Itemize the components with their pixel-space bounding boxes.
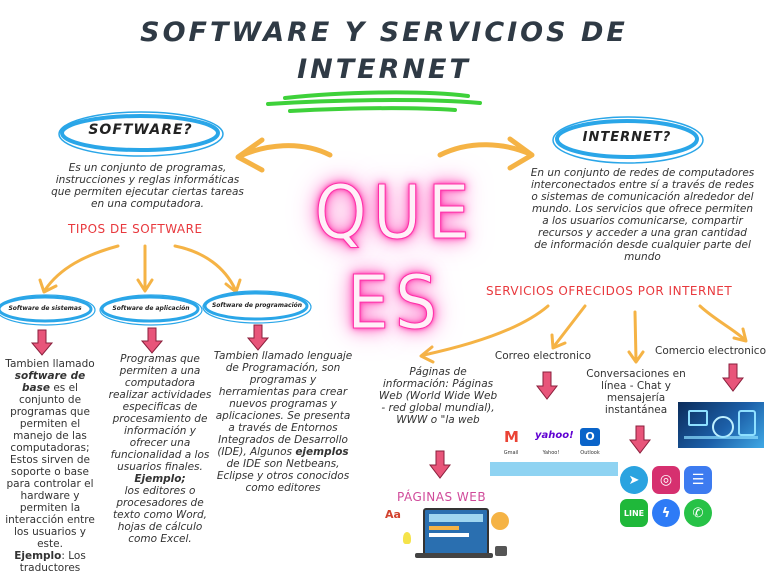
outlook-icon: O — [580, 428, 600, 446]
tipos-software-label: TIPOS DE SOFTWARE — [68, 222, 228, 236]
globe-icon — [712, 416, 734, 438]
line-icon: LINE — [620, 499, 648, 527]
yahoo-icon: yahoo! — [535, 430, 574, 441]
font-aa-icon: Aa — [385, 508, 401, 521]
aplicacion-example-text: los editores o procesadores de texto com… — [113, 485, 207, 545]
sistemas-description: Tambien llamado software de base es el c… — [2, 358, 98, 574]
down-arrow-programacion — [248, 325, 268, 350]
email-strip-bg — [490, 462, 618, 476]
arrow-to-comercio — [700, 306, 745, 340]
service-chat: Conversaciones en línea - Chat y mensaje… — [582, 368, 690, 416]
programacion-description: Tambien llamado lenguaje de Programación… — [213, 350, 353, 494]
aplicacion-desc-text: Programas que permiten a una computadora… — [109, 353, 212, 473]
arrow-to-correo — [555, 306, 585, 345]
sistemas-desc-part2: es el conjunto de programas que permiten… — [5, 382, 95, 550]
email-icons: M Gmail yahoo! Yahoo! O Outlook — [490, 418, 610, 480]
outlook-label: Outlook — [575, 450, 605, 456]
programacion-desc-bold: ejemplos — [295, 446, 348, 458]
gear-icon — [491, 512, 509, 530]
programacion-desc-part2: de IDE son Netbeans, Eclipse y otros con… — [217, 458, 349, 494]
arrow-to-chat — [635, 312, 636, 360]
aplicacion-example-label: Ejemplo; — [134, 473, 185, 485]
camera-icon — [495, 546, 507, 556]
service-correo: Correo electronico — [488, 350, 598, 362]
chat-icons-grid: ➤ ◎ ☰ LINE ϟ ✆ — [620, 466, 712, 528]
service-paginas: Páginas de información: Páginas Web (Wor… — [378, 366, 498, 426]
internet-definition: En un conjunto de redes de computadores … — [530, 167, 755, 263]
service-comercio: Comercio electronico — [655, 345, 767, 357]
sistemas-desc-part1: Tambien llamado — [5, 358, 94, 370]
down-arrow-correo — [537, 372, 557, 399]
yahoo-label: Yahoo! — [536, 450, 566, 456]
whatsapp-icon: ✆ — [684, 499, 712, 527]
laptop-screen-icon — [423, 508, 489, 556]
programacion-desc-part1: Tambien llamado lenguaje de Programación… — [214, 350, 353, 458]
paginas-web-illustration: PÁGINAS WEB Aa — [383, 488, 518, 566]
software-definition: Es un conjunto de programas, instruccion… — [45, 162, 250, 210]
lightbulb-icon — [403, 532, 411, 544]
type-label-sistemas: Software de sistemas — [2, 305, 88, 312]
laptop-base-icon — [415, 553, 493, 558]
instagram-icon: ◎ — [652, 466, 680, 494]
cart-icon — [688, 410, 708, 426]
arrow-left-orange — [238, 140, 330, 170]
down-arrow-paginas — [430, 451, 450, 478]
sistemas-example-label: Ejemplo — [14, 550, 61, 562]
center-neon-text: QUE ES — [295, 168, 495, 348]
software-label: SOFTWARE? — [78, 122, 203, 138]
down-arrow-comercio — [723, 364, 743, 391]
messenger-icon: ϟ — [652, 499, 680, 527]
type-label-aplicacion: Software de aplicación — [106, 305, 196, 312]
ecommerce-image — [678, 402, 764, 448]
green-scribble — [268, 92, 480, 111]
gmail-icon: M — [504, 428, 519, 446]
phone-icon — [738, 410, 756, 436]
internet-label: INTERNET? — [567, 130, 687, 145]
aplicacion-description: Programas que permiten a una computadora… — [104, 353, 216, 545]
paginas-web-logo: PÁGINAS WEB — [397, 490, 486, 504]
messages-icon: ☰ — [684, 466, 712, 494]
down-arrow-sistemas — [32, 330, 52, 355]
servicios-label: SERVICIOS OFRECIDOS POR INTERNET — [486, 284, 766, 298]
telegram-icon: ➤ — [620, 466, 648, 494]
type-label-programacion: Software de programación — [208, 302, 306, 309]
network-line — [684, 436, 758, 439]
down-arrow-chat — [630, 426, 650, 453]
gmail-label: Gmail — [496, 450, 526, 456]
arrow-to-sistemas — [45, 246, 118, 290]
arrow-right-orange — [440, 139, 532, 168]
down-arrow-aplicacion — [142, 328, 162, 353]
